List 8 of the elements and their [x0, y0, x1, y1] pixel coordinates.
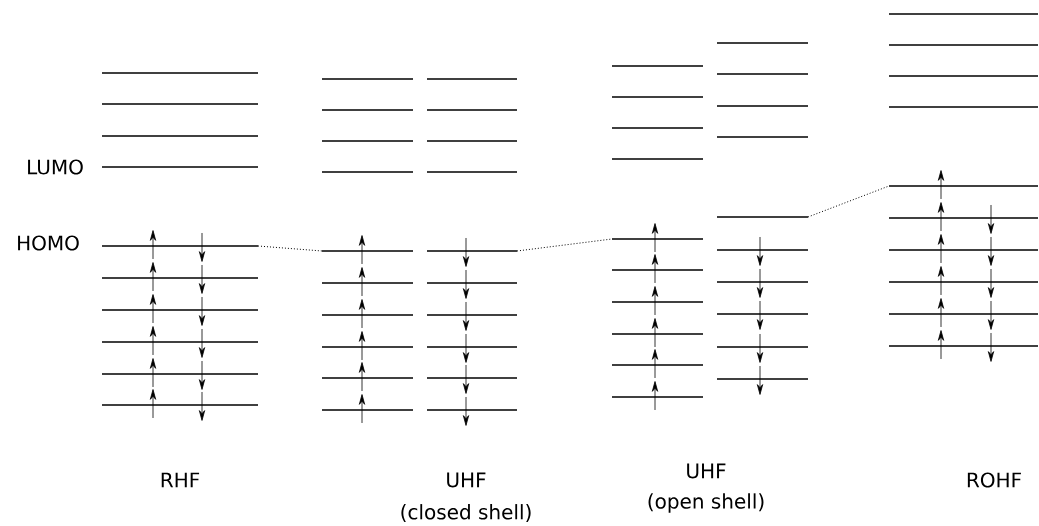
- level-label: LUMO: [28, 159, 83, 175]
- method-label: RHF: [161, 472, 200, 488]
- method-label: UHF: [687, 463, 726, 479]
- method-label: ROHF: [967, 472, 1021, 488]
- method-label: (closed shell): [401, 504, 531, 522]
- level-label: HOMO: [18, 235, 79, 251]
- method-label: (open shell): [648, 493, 764, 513]
- method-label: UHF: [447, 472, 486, 488]
